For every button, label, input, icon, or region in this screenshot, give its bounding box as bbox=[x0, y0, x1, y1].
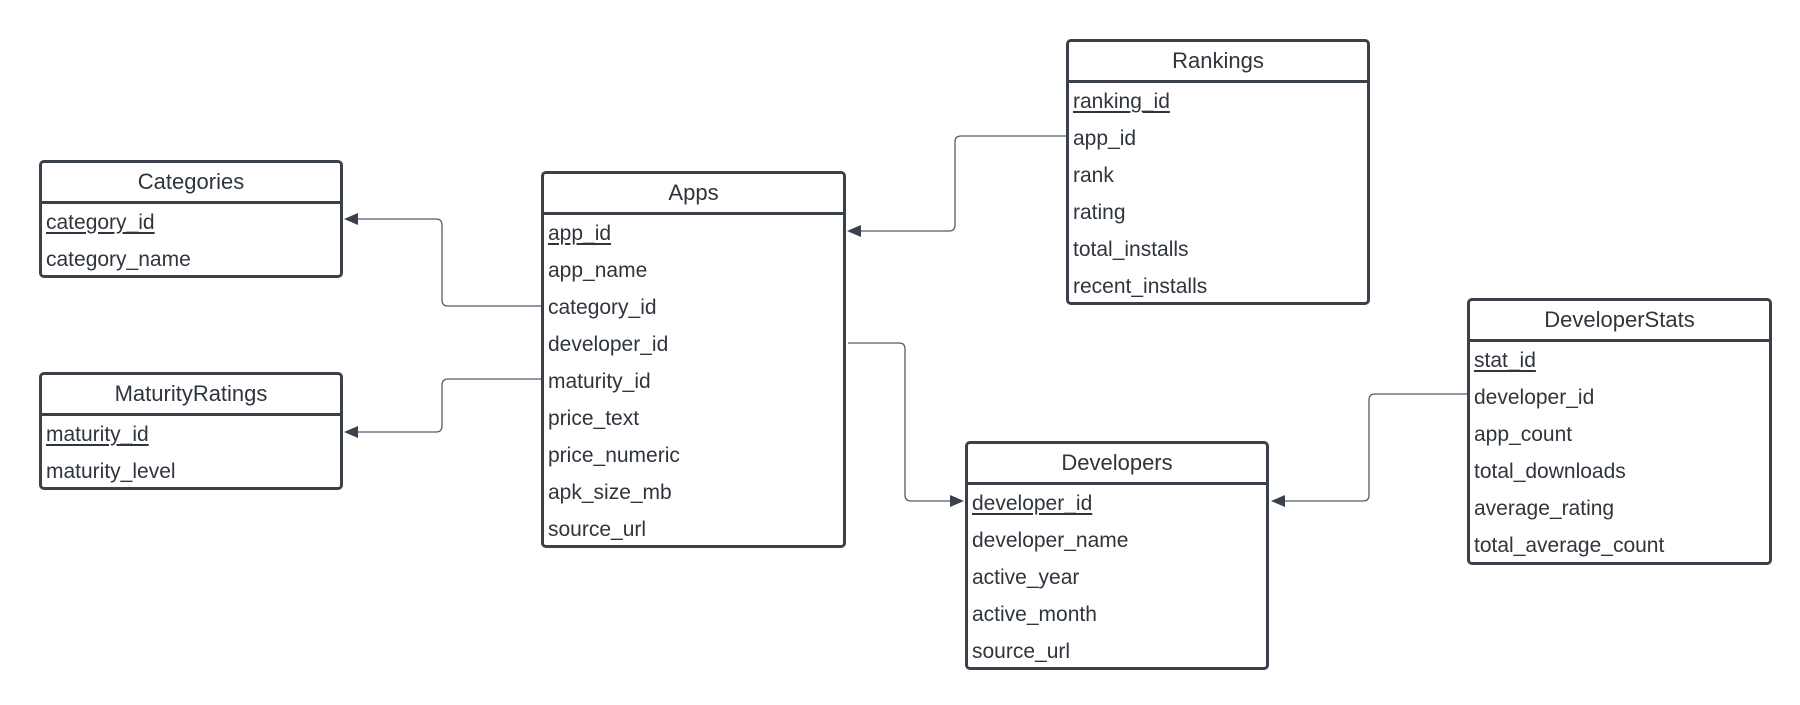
attribute-average-rating: average_rating bbox=[1474, 497, 1615, 520]
arrowhead-maturity bbox=[344, 426, 358, 438]
attribute-total-installs: total_installs bbox=[1073, 238, 1189, 261]
connector-apps-developers bbox=[848, 342, 950, 502]
attribute-price-numeric: price_numeric bbox=[548, 444, 680, 467]
attribute-category-name: category_name bbox=[46, 248, 191, 271]
attribute-total-downloads: total_downloads bbox=[1474, 460, 1626, 483]
connector-apps-categories bbox=[355, 218, 542, 307]
attribute-maturity-level: maturity_level bbox=[46, 460, 176, 483]
attribute-total-average-count: total_average_count bbox=[1474, 534, 1665, 557]
entity-title: DeveloperStats bbox=[1470, 301, 1769, 342]
attribute-developer-id: developer_id bbox=[1474, 386, 1595, 409]
attribute-category-id: category_id bbox=[46, 211, 155, 234]
arrowhead-apps bbox=[847, 225, 861, 237]
attribute-app-id: app_id bbox=[1073, 127, 1137, 150]
entity-apps[interactable]: Apps app_id app_name category_id develop… bbox=[541, 171, 846, 548]
entity-title: Apps bbox=[544, 174, 843, 215]
entity-developer-stats[interactable]: DeveloperStats stat_id developer_id app_… bbox=[1467, 298, 1772, 565]
connector-rankings-apps bbox=[860, 135, 1067, 232]
attribute-maturity-id: maturity_id bbox=[46, 423, 149, 446]
arrowhead-categories bbox=[344, 213, 358, 225]
attribute-developer-id: developer_id bbox=[972, 492, 1093, 515]
attribute-maturity-id: maturity_id bbox=[548, 370, 651, 393]
entity-categories[interactable]: Categories category_id category_name bbox=[39, 160, 343, 278]
attribute-source-url: source_url bbox=[548, 518, 647, 541]
attribute-app-name: app_name bbox=[548, 259, 648, 282]
connector-apps-maturity bbox=[355, 378, 542, 433]
attribute-ranking-id: ranking_id bbox=[1073, 90, 1170, 113]
entity-developers[interactable]: Developers developer_id developer_name a… bbox=[965, 441, 1269, 670]
attribute-active-year: active_year bbox=[972, 566, 1080, 589]
attribute-stat-id: stat_id bbox=[1474, 349, 1536, 372]
arrowhead-developers-right bbox=[1271, 495, 1285, 507]
attribute-category-id: category_id bbox=[548, 296, 657, 319]
entity-title: Categories bbox=[42, 163, 340, 204]
attribute-app-id: app_id bbox=[548, 222, 612, 245]
attribute-recent-installs: recent_installs bbox=[1073, 275, 1208, 298]
arrowhead-developers-left bbox=[950, 495, 964, 507]
entity-rankings[interactable]: Rankings ranking_id app_id rank rating t… bbox=[1066, 39, 1370, 305]
attribute-developer-name: developer_name bbox=[972, 529, 1129, 552]
entity-maturity-ratings[interactable]: MaturityRatings maturity_id maturity_lev… bbox=[39, 372, 343, 490]
attribute-developer-id: developer_id bbox=[548, 333, 669, 356]
entity-title: Developers bbox=[968, 444, 1266, 485]
attribute-apk-size-mb: apk_size_mb bbox=[548, 481, 672, 504]
attribute-source-url: source_url bbox=[972, 640, 1071, 663]
attribute-rating: rating bbox=[1073, 201, 1126, 224]
attribute-app-count: app_count bbox=[1474, 423, 1573, 446]
attribute-rank: rank bbox=[1073, 164, 1114, 187]
attribute-active-month: active_month bbox=[972, 603, 1097, 626]
attribute-price-text: price_text bbox=[548, 407, 640, 430]
entity-title: MaturityRatings bbox=[42, 375, 340, 416]
connector-devstats-developers bbox=[1285, 393, 1473, 502]
entity-title: Rankings bbox=[1069, 42, 1367, 83]
